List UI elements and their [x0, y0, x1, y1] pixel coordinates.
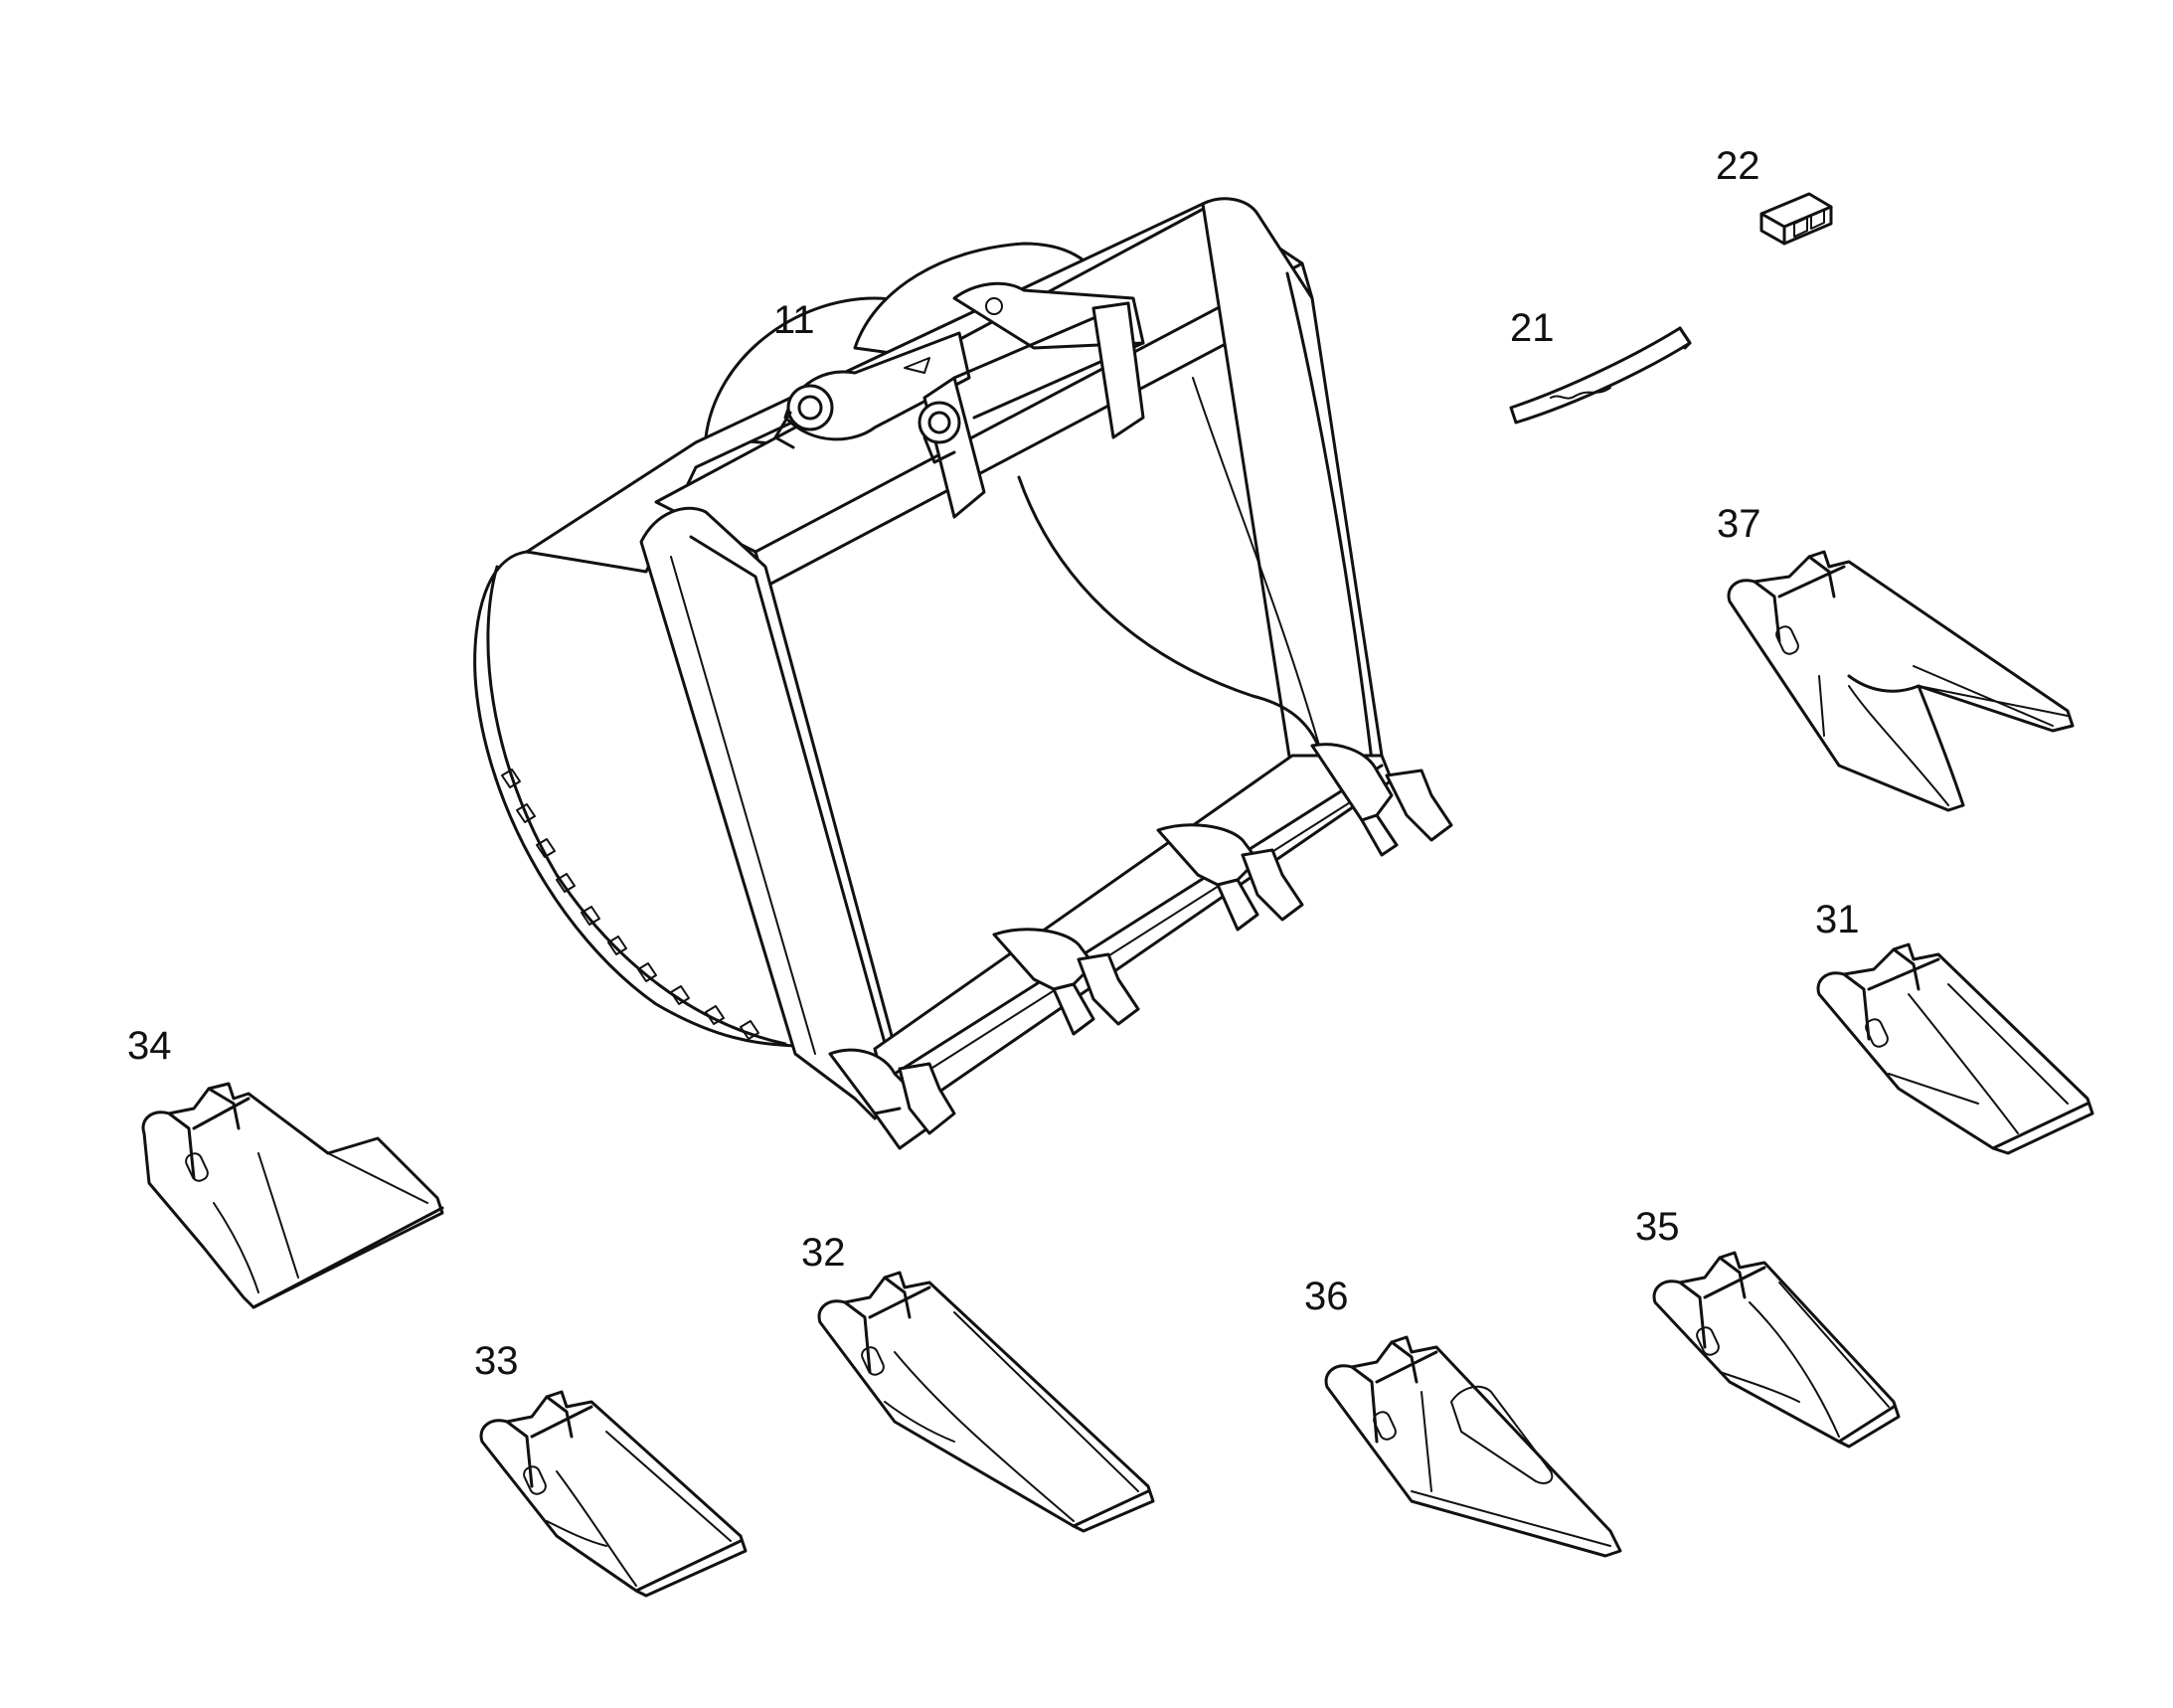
tooth-34: [141, 1082, 444, 1309]
tooth-35: [1652, 1251, 1901, 1449]
label-31: 31: [1815, 898, 1860, 941]
label-36: 36: [1304, 1275, 1349, 1318]
label-37: 37: [1717, 502, 1761, 546]
bucket-adapter-3: [1156, 823, 1304, 932]
bucket-adapter-2: [992, 928, 1140, 1036]
bucket-11: [473, 197, 1453, 1150]
tooth-33: [479, 1390, 748, 1598]
tooth-32: [817, 1271, 1155, 1533]
tooth-36: [1324, 1335, 1622, 1558]
label-35: 35: [1635, 1205, 1680, 1249]
tooth-31: [1816, 942, 2094, 1155]
retainer-21: [1509, 326, 1692, 425]
tooth-37: [1727, 550, 2075, 812]
label-33: 33: [474, 1339, 519, 1383]
label-11: 11: [773, 298, 815, 342]
label-21: 21: [1510, 306, 1555, 350]
label-32: 32: [801, 1231, 846, 1275]
label-22: 22: [1716, 144, 1760, 188]
label-34: 34: [127, 1024, 172, 1068]
bucket-adapter-right: [1310, 743, 1453, 857]
bucket-adapter-left: [828, 1048, 956, 1150]
lock-22: [1759, 192, 1833, 246]
